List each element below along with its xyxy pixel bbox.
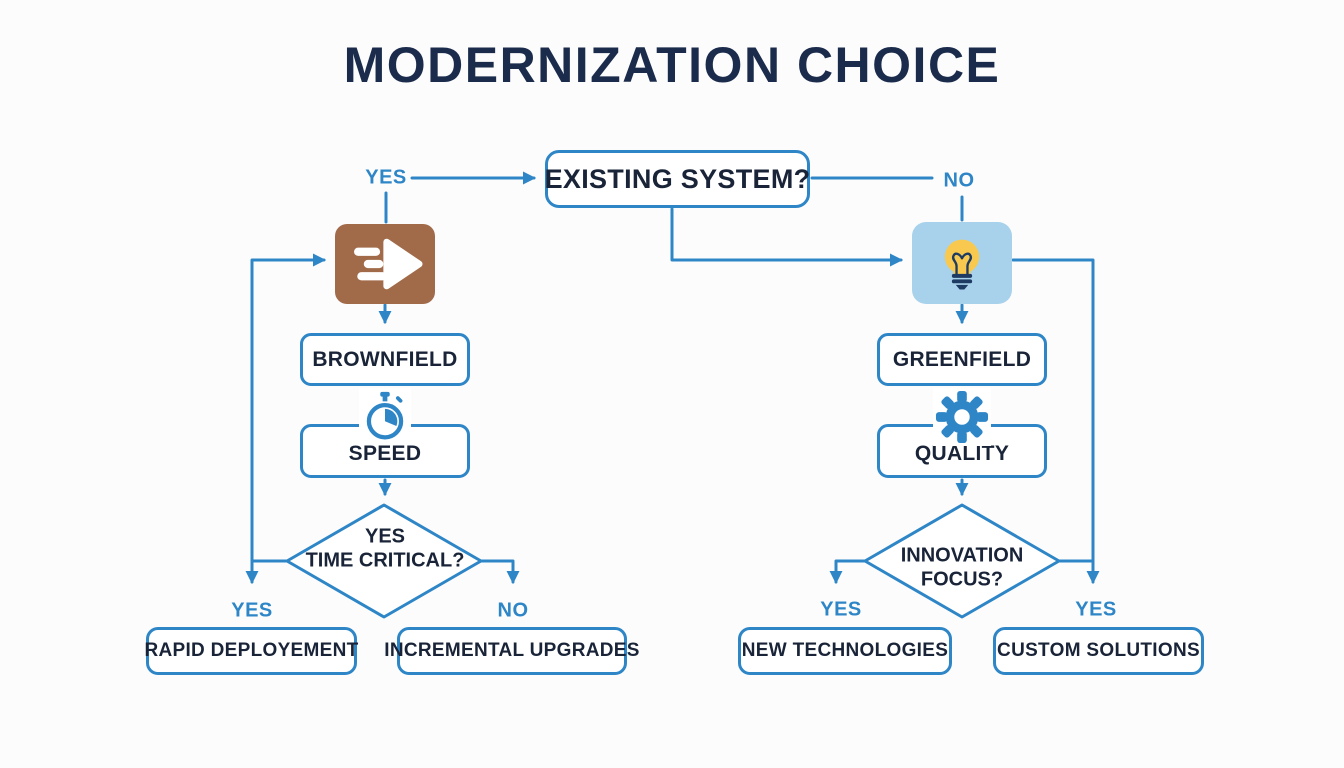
node-greenfield-label: GREENFIELD (892, 347, 1032, 371)
node-custom-solutions-label: CUSTOM SOLUTIONS (997, 640, 1200, 661)
node-speed-label: SPEED (348, 442, 422, 465)
node-rapid-deployment: RAPID DEPLOYEMENT (144, 627, 359, 675)
node-incremental-upgrades-label: INCREMENTAL UPGRADES (384, 640, 640, 661)
decision-diamond-innovation-focus (863, 503, 1061, 619)
fast-forward-glyph (354, 238, 423, 290)
node-existing-system: EXISTING SYSTEM? (545, 150, 810, 208)
gear-glyph (935, 390, 989, 444)
node-existing-system-label: EXISTING SYSTEM? (544, 163, 811, 194)
decision-diamond-time-critical (285, 503, 483, 619)
fast-forward-speed-icon (335, 224, 435, 304)
decision-time-critical-text: YES TIME CRITICAL? (306, 525, 465, 574)
decision-time-critical-line1: YES (364, 525, 406, 548)
decision-innovation-focus-line2: FOCUS? (920, 569, 1004, 591)
node-brownfield: BROWNFIELD (300, 333, 470, 386)
node-new-technologies: NEW TECHNOLOGIES (738, 627, 952, 675)
label-no-time-critical: NO (497, 599, 529, 622)
stopwatch-icon (359, 388, 411, 445)
node-custom-solutions: CUSTOM SOLUTIONS (993, 627, 1204, 675)
node-new-technologies-label: NEW TECHNOLOGIES (741, 640, 949, 661)
node-brownfield-label: BROWNFIELD (312, 347, 458, 371)
label-yes-time-critical: YES (231, 599, 273, 622)
decision-innovation-focus-line1: INNOVATION (900, 544, 1024, 567)
node-quality-label: QUALITY (914, 442, 1010, 465)
label-yes-top: YES (365, 166, 407, 189)
gear-icon (933, 388, 991, 446)
label-no-top: NO (943, 169, 975, 192)
node-greenfield: GREENFIELD (877, 333, 1047, 386)
decision-innovation-focus-text: INNOVATION FOCUS? (901, 544, 1024, 593)
node-rapid-deployment-label: RAPID DEPLOYEMENT (144, 640, 359, 661)
lightbulb-icon (912, 222, 1012, 304)
decision-time-critical-line2: TIME CRITICAL? (305, 550, 465, 572)
node-incremental-upgrades: INCREMENTAL UPGRADES (384, 627, 639, 675)
label-yes-innovation-left: YES (820, 598, 862, 621)
stopwatch-glyph (366, 391, 404, 440)
lightbulb-glyph (944, 239, 980, 290)
page-title: MODERNIZATION CHOICE (343, 37, 1001, 93)
label-yes-innovation-right: YES (1075, 598, 1117, 621)
